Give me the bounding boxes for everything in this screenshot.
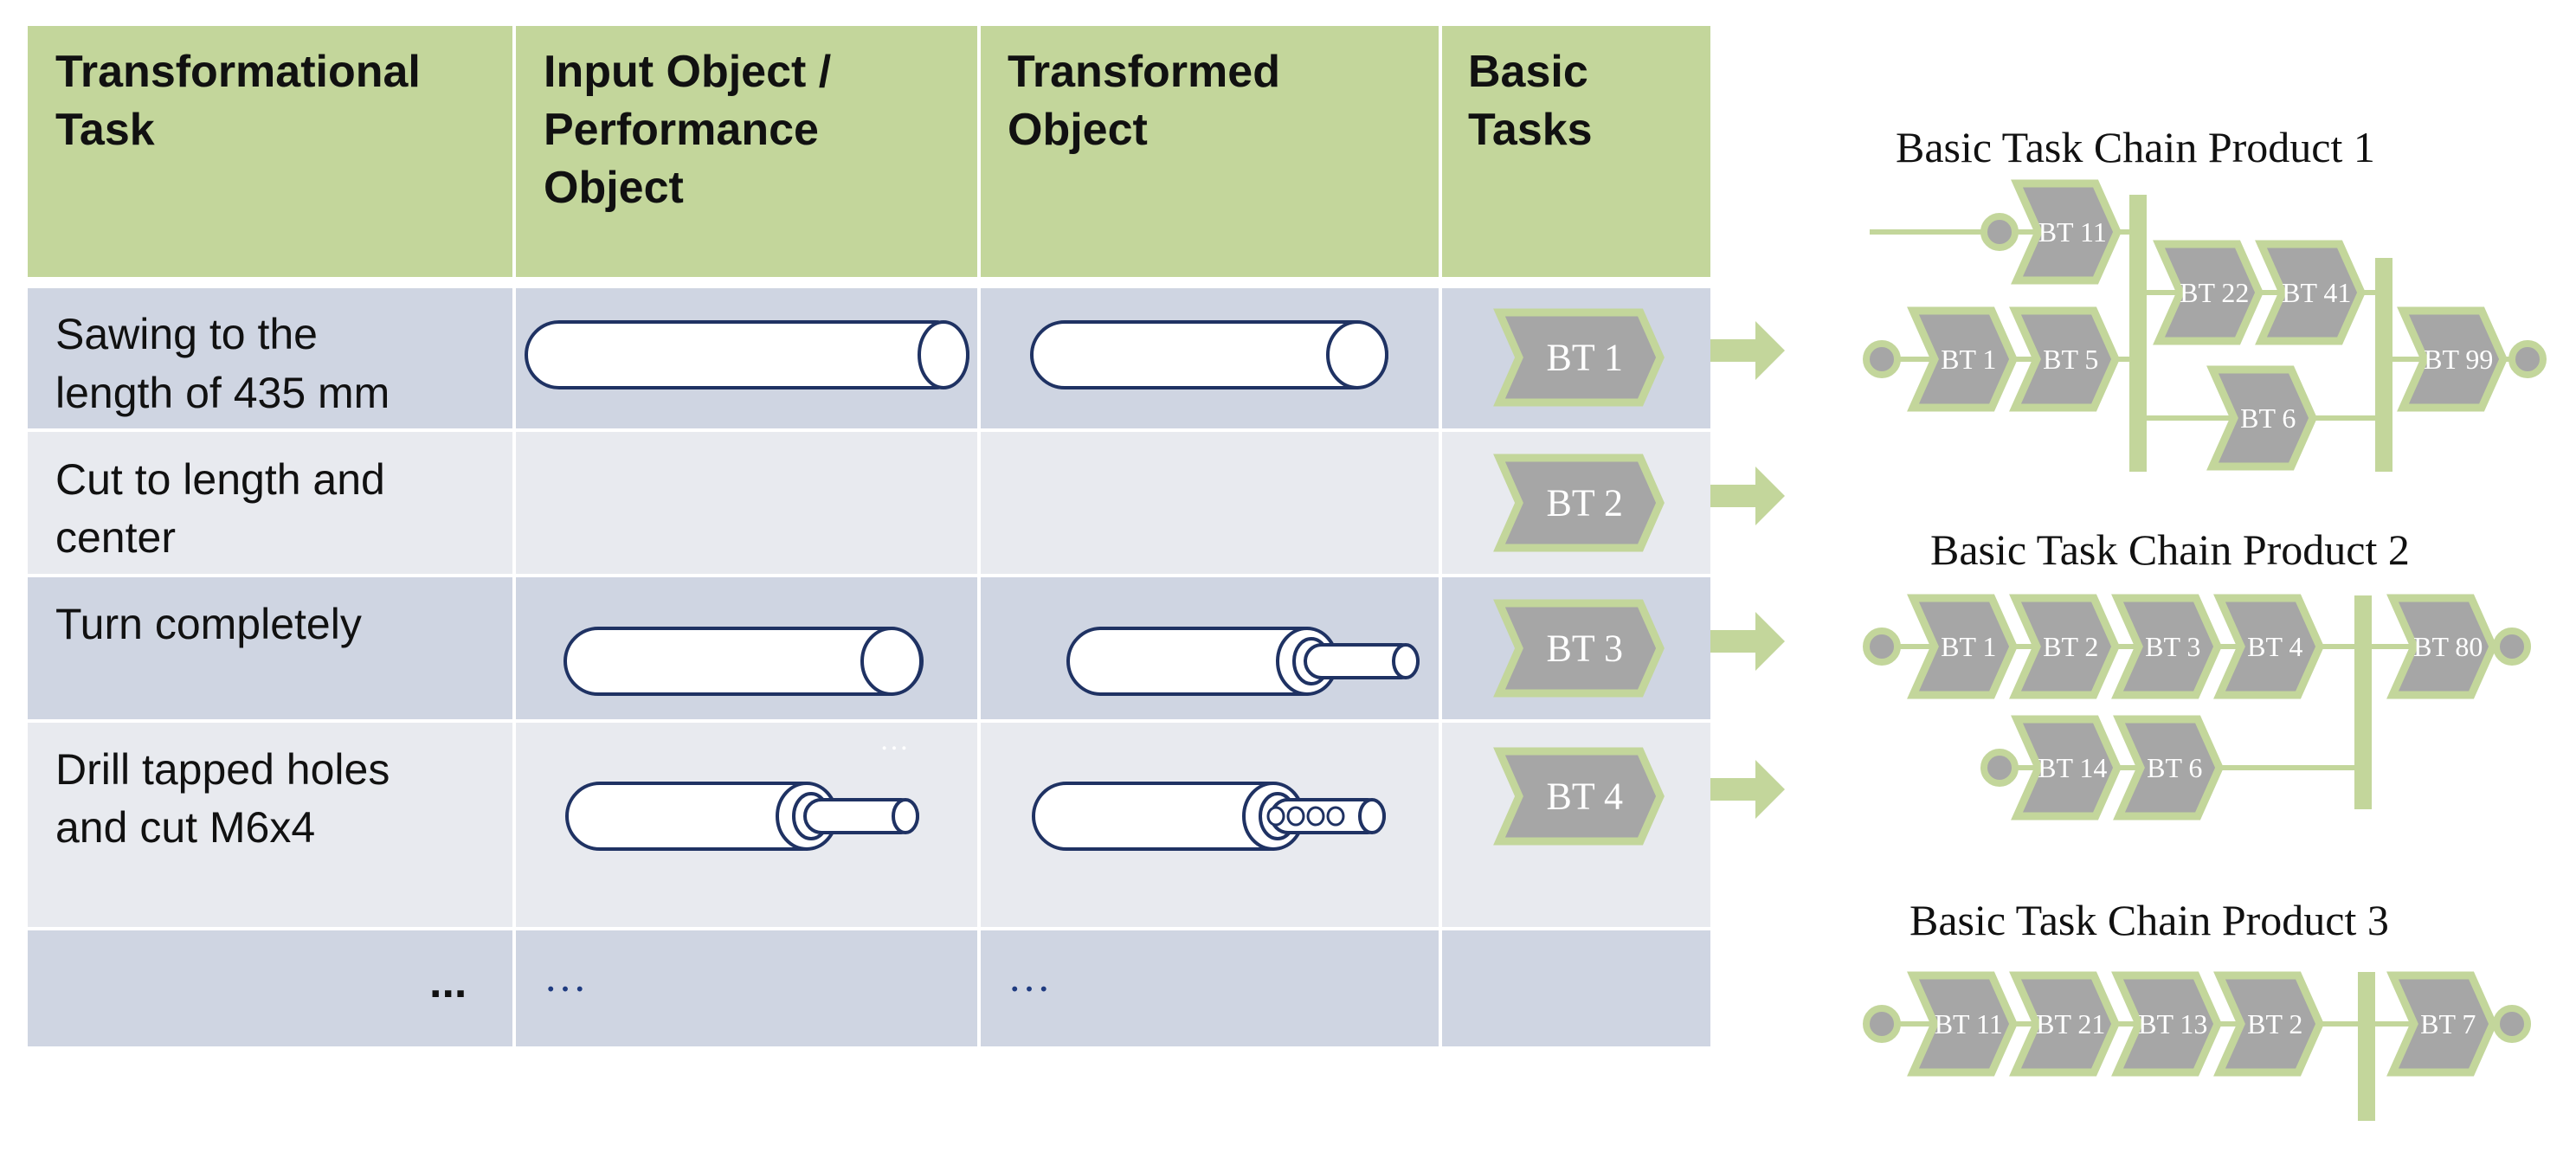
arrow-row-2 bbox=[1710, 467, 1785, 525]
p2-bt-main-3: BT 3 bbox=[2111, 594, 2222, 699]
chain-product-2: Basic Task Chain Product 2 bbox=[1930, 525, 2410, 574]
p3-bt-main-4-label: BT 2 bbox=[2247, 1008, 2302, 1039]
table-header-bg bbox=[28, 26, 1710, 277]
row-4-output-drilled-part bbox=[1032, 782, 1386, 851]
p3-bt-main-2: BT 21 bbox=[2009, 971, 2120, 1077]
row-5-transformed-object: … bbox=[1008, 952, 1051, 1001]
p1-bt-main-2-label: BT 5 bbox=[2043, 344, 2098, 375]
p1-bt-low-1: BT 6 bbox=[2206, 365, 2317, 471]
p1-bt-end-1-label: BT 99 bbox=[2424, 344, 2493, 375]
basic-task-row-3-label: BT 3 bbox=[1547, 627, 1623, 670]
row-4-input-turned-part bbox=[565, 782, 919, 851]
row-3-output-turned-part bbox=[1066, 627, 1420, 696]
p1-join-bar-2 bbox=[2375, 258, 2392, 472]
row-5-input-object: … bbox=[544, 952, 587, 1001]
p1-end-node bbox=[2508, 340, 2547, 378]
basic-task-row-2-label: BT 2 bbox=[1547, 482, 1623, 525]
task-table: Transformational Task Input Object / Per… bbox=[28, 26, 1710, 1046]
p1-bt-low-1-label: BT 6 bbox=[2240, 402, 2296, 434]
p1-bt-end-1: BT 99 bbox=[2397, 306, 2508, 412]
p2-start-node-low bbox=[1980, 749, 2019, 787]
chain-product-1: Basic Task Chain Product 1 bbox=[1896, 123, 2375, 171]
p2-bt-end-1-label: BT 80 bbox=[2413, 631, 2483, 662]
p1-bt-main-1-label: BT 1 bbox=[1941, 344, 1996, 375]
p1-bt-main-2: BT 5 bbox=[2009, 306, 2120, 412]
p2-bt-main-3-label: BT 3 bbox=[2145, 631, 2200, 662]
p3-bt-main-2-label: BT 21 bbox=[2036, 1008, 2105, 1039]
p1-start-node-top bbox=[1980, 213, 2019, 251]
p3-bt-main-1: BT 11 bbox=[1907, 971, 2018, 1077]
header-transformed-object: Transformed Object bbox=[1008, 47, 1292, 155]
p3-start-node bbox=[1863, 1005, 1901, 1043]
stray-ellipsis: … bbox=[879, 724, 909, 756]
p1-bt-main-1: BT 1 bbox=[1907, 306, 2018, 412]
p3-bt-main-3: BT 13 bbox=[2111, 971, 2222, 1077]
p3-end-node bbox=[2493, 1005, 2531, 1043]
chain-nodes: BT 11 BT 1 BT 5 BT 22 BT 41 BT 6 BT 99 BT 1 BT 2… bbox=[1863, 179, 2547, 1121]
p1-join-bar-1 bbox=[2129, 195, 2147, 472]
p3-join-bar bbox=[2358, 972, 2375, 1121]
p1-bt-top-1: BT 11 bbox=[2011, 179, 2122, 285]
basic-task-row-1: BT 1 bbox=[1493, 308, 1665, 407]
basic-task-row-2: BT 2 bbox=[1493, 454, 1665, 552]
p2-bt-end-1: BT 80 bbox=[2386, 594, 2497, 699]
arrow-row-3 bbox=[1710, 612, 1785, 671]
p2-end-node bbox=[2493, 627, 2531, 666]
p2-join-bar bbox=[2354, 595, 2372, 809]
header-basic-tasks: Basic Tasks bbox=[1468, 47, 1600, 155]
row-3-task: Turn completely bbox=[55, 600, 362, 648]
p1-bt-mid-2-label: BT 41 bbox=[2282, 277, 2351, 308]
p1-start-node-main bbox=[1863, 340, 1901, 378]
basic-task-row-1-label: BT 1 bbox=[1547, 337, 1623, 379]
p2-bt-main-2-label: BT 2 bbox=[2043, 631, 2098, 662]
p3-bt-main-1-label: BT 11 bbox=[1935, 1008, 2003, 1039]
p2-bt-low-1: BT 14 bbox=[2011, 715, 2122, 821]
p1-bt-mid-2: BT 41 bbox=[2255, 240, 2366, 345]
basic-task-column: BT 1 BT 2 BT 3 BT 4 bbox=[1493, 308, 1665, 846]
basic-task-row-4-label: BT 4 bbox=[1547, 776, 1623, 818]
row-1-task: Sawing to the length of 435 mm bbox=[55, 310, 390, 417]
row-5-task: ... bbox=[429, 957, 467, 1007]
p3-bt-end-1-label: BT 7 bbox=[2420, 1008, 2476, 1039]
row-2-task: Cut to length and center bbox=[55, 455, 397, 562]
row-1-output-cylinder bbox=[1030, 320, 1388, 389]
header-transformational-task: Transformational Task bbox=[55, 47, 433, 155]
chain-3-title: Basic Task Chain Product 3 bbox=[1909, 896, 2389, 944]
p2-bt-main-1: BT 1 bbox=[1907, 594, 2018, 699]
column-dividers bbox=[512, 26, 1442, 1046]
p1-bt-mid-1-label: BT 22 bbox=[2180, 277, 2249, 308]
header-input-object: Input Object / Performance Object bbox=[544, 47, 844, 213]
row-1-input-cylinder bbox=[525, 320, 969, 389]
p2-bt-low-1-label: BT 14 bbox=[2038, 752, 2107, 783]
p3-bt-main-4: BT 2 bbox=[2213, 971, 2324, 1077]
p2-bt-main-2: BT 2 bbox=[2009, 594, 2120, 699]
chain-2-title: Basic Task Chain Product 2 bbox=[1930, 525, 2410, 574]
p3-bt-main-3-label: BT 13 bbox=[2138, 1008, 2207, 1039]
table-row-2-bg bbox=[28, 432, 1710, 574]
row-3-input-cylinder bbox=[564, 627, 924, 696]
chain-1-title: Basic Task Chain Product 1 bbox=[1896, 123, 2375, 171]
table-row-5-bg bbox=[28, 930, 1710, 1046]
p2-bt-main-4: BT 4 bbox=[2213, 594, 2324, 699]
arrow-row-4 bbox=[1710, 760, 1785, 819]
basic-task-row-4: BT 4 bbox=[1493, 747, 1665, 846]
p2-bt-main-4-label: BT 4 bbox=[2247, 631, 2302, 662]
p2-bt-main-1-label: BT 1 bbox=[1941, 631, 1996, 662]
p1-bt-mid-1: BT 22 bbox=[2153, 240, 2264, 345]
chain-product-3: Basic Task Chain Product 3 bbox=[1909, 896, 2389, 944]
arrow-row-1 bbox=[1710, 321, 1785, 380]
transition-arrows bbox=[1710, 321, 1785, 819]
p2-bt-low-2-label: BT 6 bbox=[2147, 752, 2202, 783]
row-4-task: Drill tapped holes and cut M6x4 bbox=[55, 745, 402, 852]
basic-task-row-3: BT 3 bbox=[1493, 599, 1665, 698]
p3-bt-end-1: BT 7 bbox=[2386, 971, 2497, 1077]
p2-bt-low-2: BT 6 bbox=[2113, 715, 2224, 821]
p2-start-node-main bbox=[1863, 627, 1901, 666]
p1-bt-top-1-label: BT 11 bbox=[2038, 216, 2107, 248]
